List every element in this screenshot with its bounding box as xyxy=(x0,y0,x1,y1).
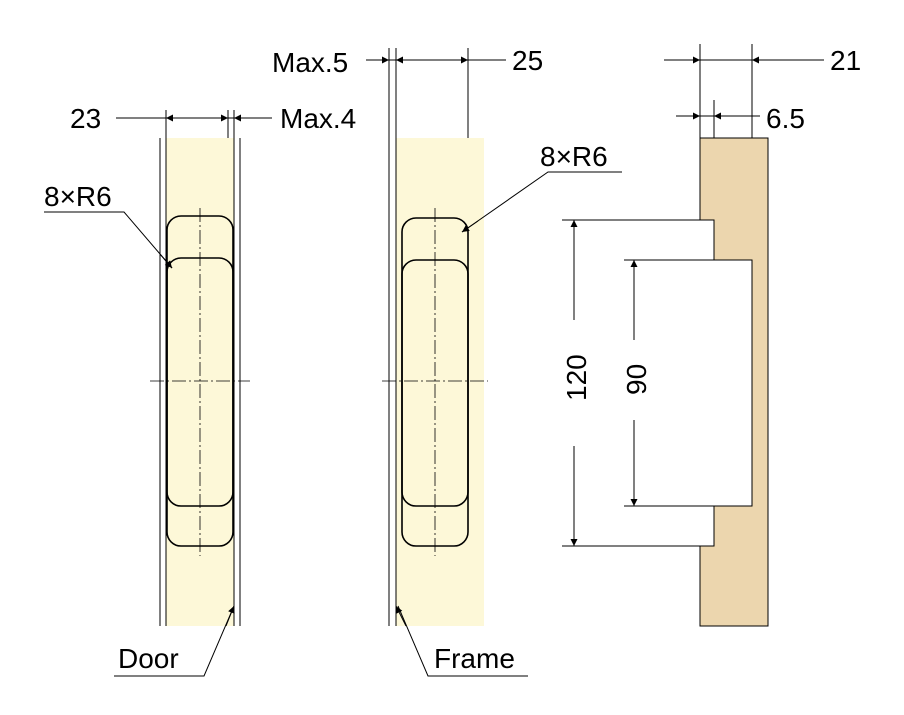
door-part-leader xyxy=(114,605,235,677)
door-radius-leader xyxy=(44,211,173,269)
frame-part-leader xyxy=(397,605,528,677)
frame-radius-arrow xyxy=(461,220,479,233)
section-dim-height-outer-label: 120 xyxy=(561,354,592,401)
section-dim-depth-step-label: 6.5 xyxy=(766,103,805,134)
frame-view: Max.5 25 8×R6 Frame xyxy=(272,45,622,677)
door-part-arrow xyxy=(225,605,235,627)
door-radius-arrow xyxy=(159,253,173,269)
door-dim-max-label: Max.4 xyxy=(280,103,356,134)
frame-dim-width-label: 25 xyxy=(512,45,543,76)
section-dim-depth-total-label: 21 xyxy=(830,45,861,76)
frame-panel xyxy=(396,138,484,626)
section-dim-height-inner-label: 90 xyxy=(621,364,652,395)
frame-part-arrow xyxy=(395,605,407,627)
section-body xyxy=(699,137,769,627)
section-view: 21 6.5 120 90 xyxy=(561,44,861,627)
frame-radius-label: 8×R6 xyxy=(540,141,608,172)
frame-radius-leader xyxy=(461,171,622,233)
door-dim-width-label: 23 xyxy=(70,103,101,134)
door-part-label: Door xyxy=(118,643,179,674)
frame-dim-max-label: Max.5 xyxy=(272,47,348,78)
door-view: 23 Max.4 8×R6 Door xyxy=(44,103,356,677)
frame-part-label: Frame xyxy=(434,643,515,674)
door-radius-label: 8×R6 xyxy=(44,181,112,212)
